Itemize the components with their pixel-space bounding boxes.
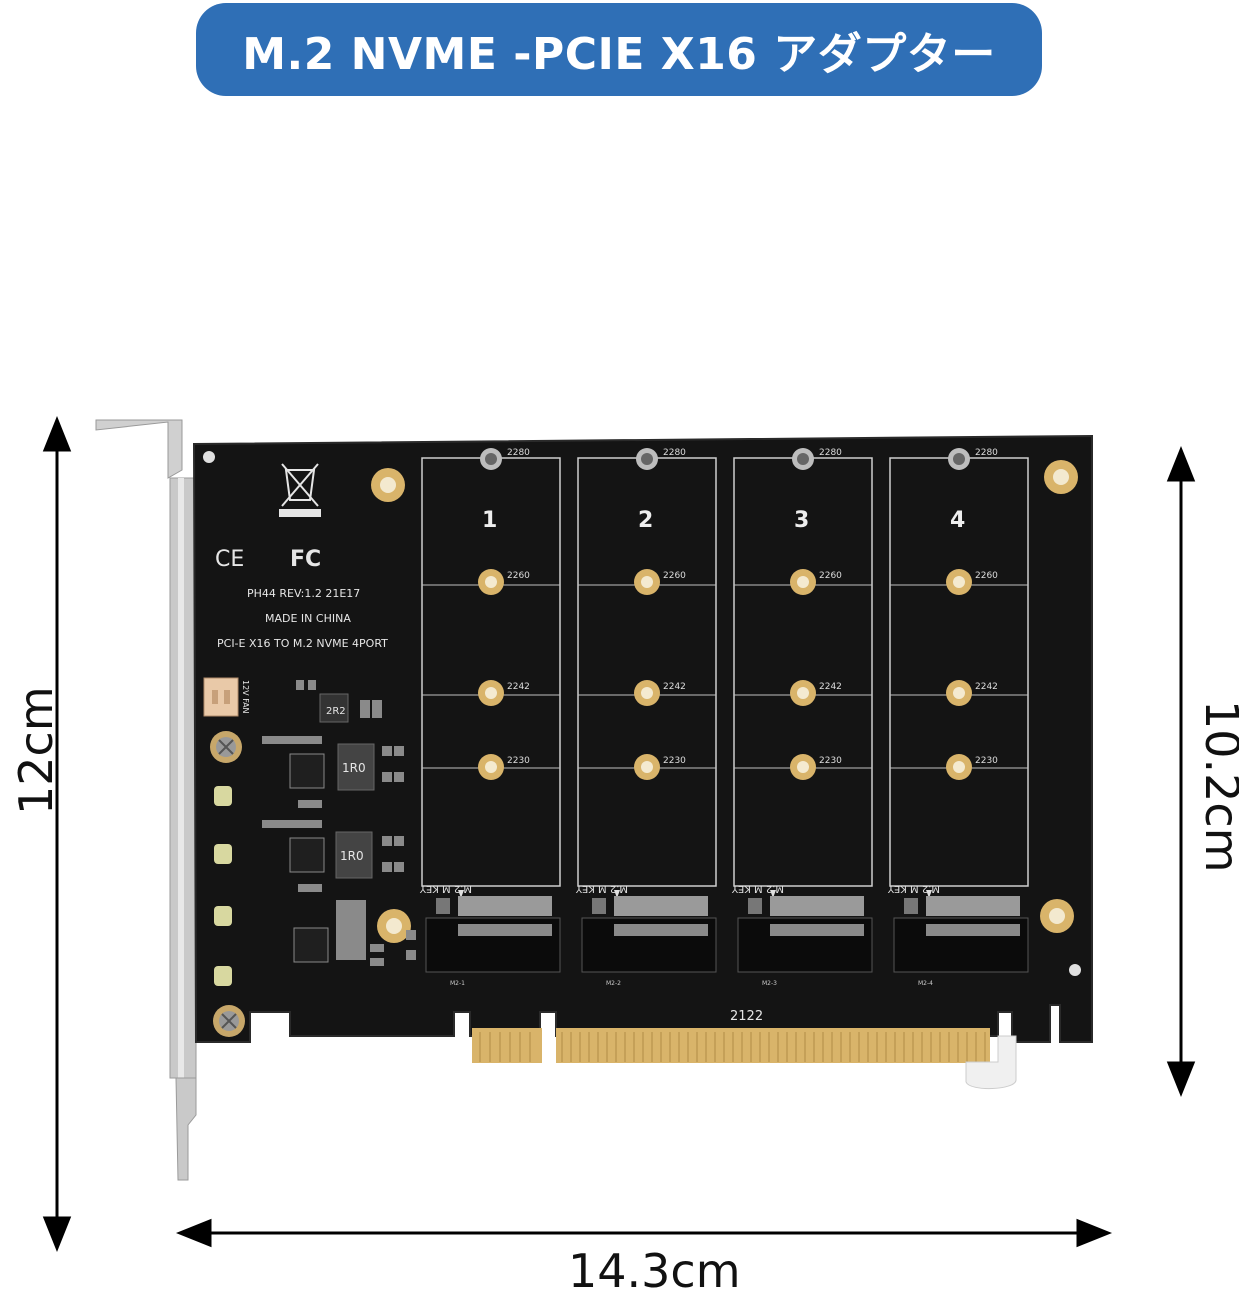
inductor-label-small: 2R2	[326, 706, 346, 717]
length-mark: 2242	[507, 682, 530, 692]
length-mark: 2230	[507, 756, 530, 766]
slot-number: 3	[794, 508, 809, 533]
ce-mark: CE	[215, 547, 244, 572]
length-mark: 2280	[975, 448, 998, 458]
length-mark: 2280	[663, 448, 686, 458]
length-mark: 2280	[819, 448, 842, 458]
fan-label: 12V FAN	[241, 680, 250, 714]
length-mark: 2260	[507, 571, 530, 581]
length-mark: 2260	[663, 571, 686, 581]
silkscreen-line-3: PCI-E X16 TO M.2 NVME 4PORT	[217, 637, 388, 650]
dimension-arrow-right	[1166, 445, 1196, 1098]
pcb-board	[192, 434, 1093, 1090]
key-label: M.2 M KEY	[887, 883, 940, 894]
banner-title: M.2 NVME -PCIE X16 アダプター	[242, 28, 996, 80]
fan-header: 12V FAN	[203, 677, 250, 717]
connector-label: M2-2	[606, 980, 621, 987]
pcie-bracket	[95, 419, 197, 1181]
key-label: M.2 M KEY	[575, 883, 628, 894]
connector-label: M2-3	[762, 980, 777, 987]
length-mark: 2260	[975, 571, 998, 581]
length-mark: 2230	[663, 756, 686, 766]
fc-mark: FC	[290, 547, 321, 572]
length-mark: 2242	[975, 682, 998, 692]
inductor-label-1: 1R0	[342, 761, 366, 775]
weee-bin-icon	[279, 463, 321, 517]
length-mark: 2230	[975, 756, 998, 766]
silkscreen-line-1: PH44 REV:1.2 21E17	[247, 587, 360, 600]
card-height-dimension-label: 10.2cm	[1195, 700, 1239, 873]
screw-icon	[210, 731, 245, 1037]
length-mark: 2230	[819, 756, 842, 766]
status-led	[214, 786, 232, 986]
length-mark: 2242	[663, 682, 686, 692]
slot-number: 1	[482, 508, 497, 533]
length-mark: 2280	[507, 448, 530, 458]
width-dimension-label: 14.3cm	[568, 1244, 741, 1298]
slot-number: 4	[950, 508, 965, 533]
silkscreen-line-2: MADE IN CHINA	[265, 612, 351, 625]
length-mark: 2260	[819, 571, 842, 581]
dimension-arrow-left	[42, 415, 72, 1253]
key-label: M.2 M KEY	[731, 883, 784, 894]
title-banner: M.2 NVME -PCIE X16 アダプター	[196, 3, 1042, 96]
date-code: 2122	[730, 1009, 763, 1024]
key-label: M.2 M KEY	[419, 883, 472, 894]
inductor-label-2: 1R0	[340, 849, 364, 863]
connector-label: M2-1	[450, 980, 465, 987]
connector-label: M2-4	[918, 980, 933, 987]
dimension-arrow-bottom	[175, 1218, 1113, 1248]
slot-number: 2	[638, 508, 653, 533]
mounting-hole	[203, 451, 1081, 976]
height-dimension-label: 12cm	[9, 686, 63, 815]
length-mark: 2242	[819, 682, 842, 692]
power-components: 2R2 1R0 1R0	[262, 680, 416, 966]
